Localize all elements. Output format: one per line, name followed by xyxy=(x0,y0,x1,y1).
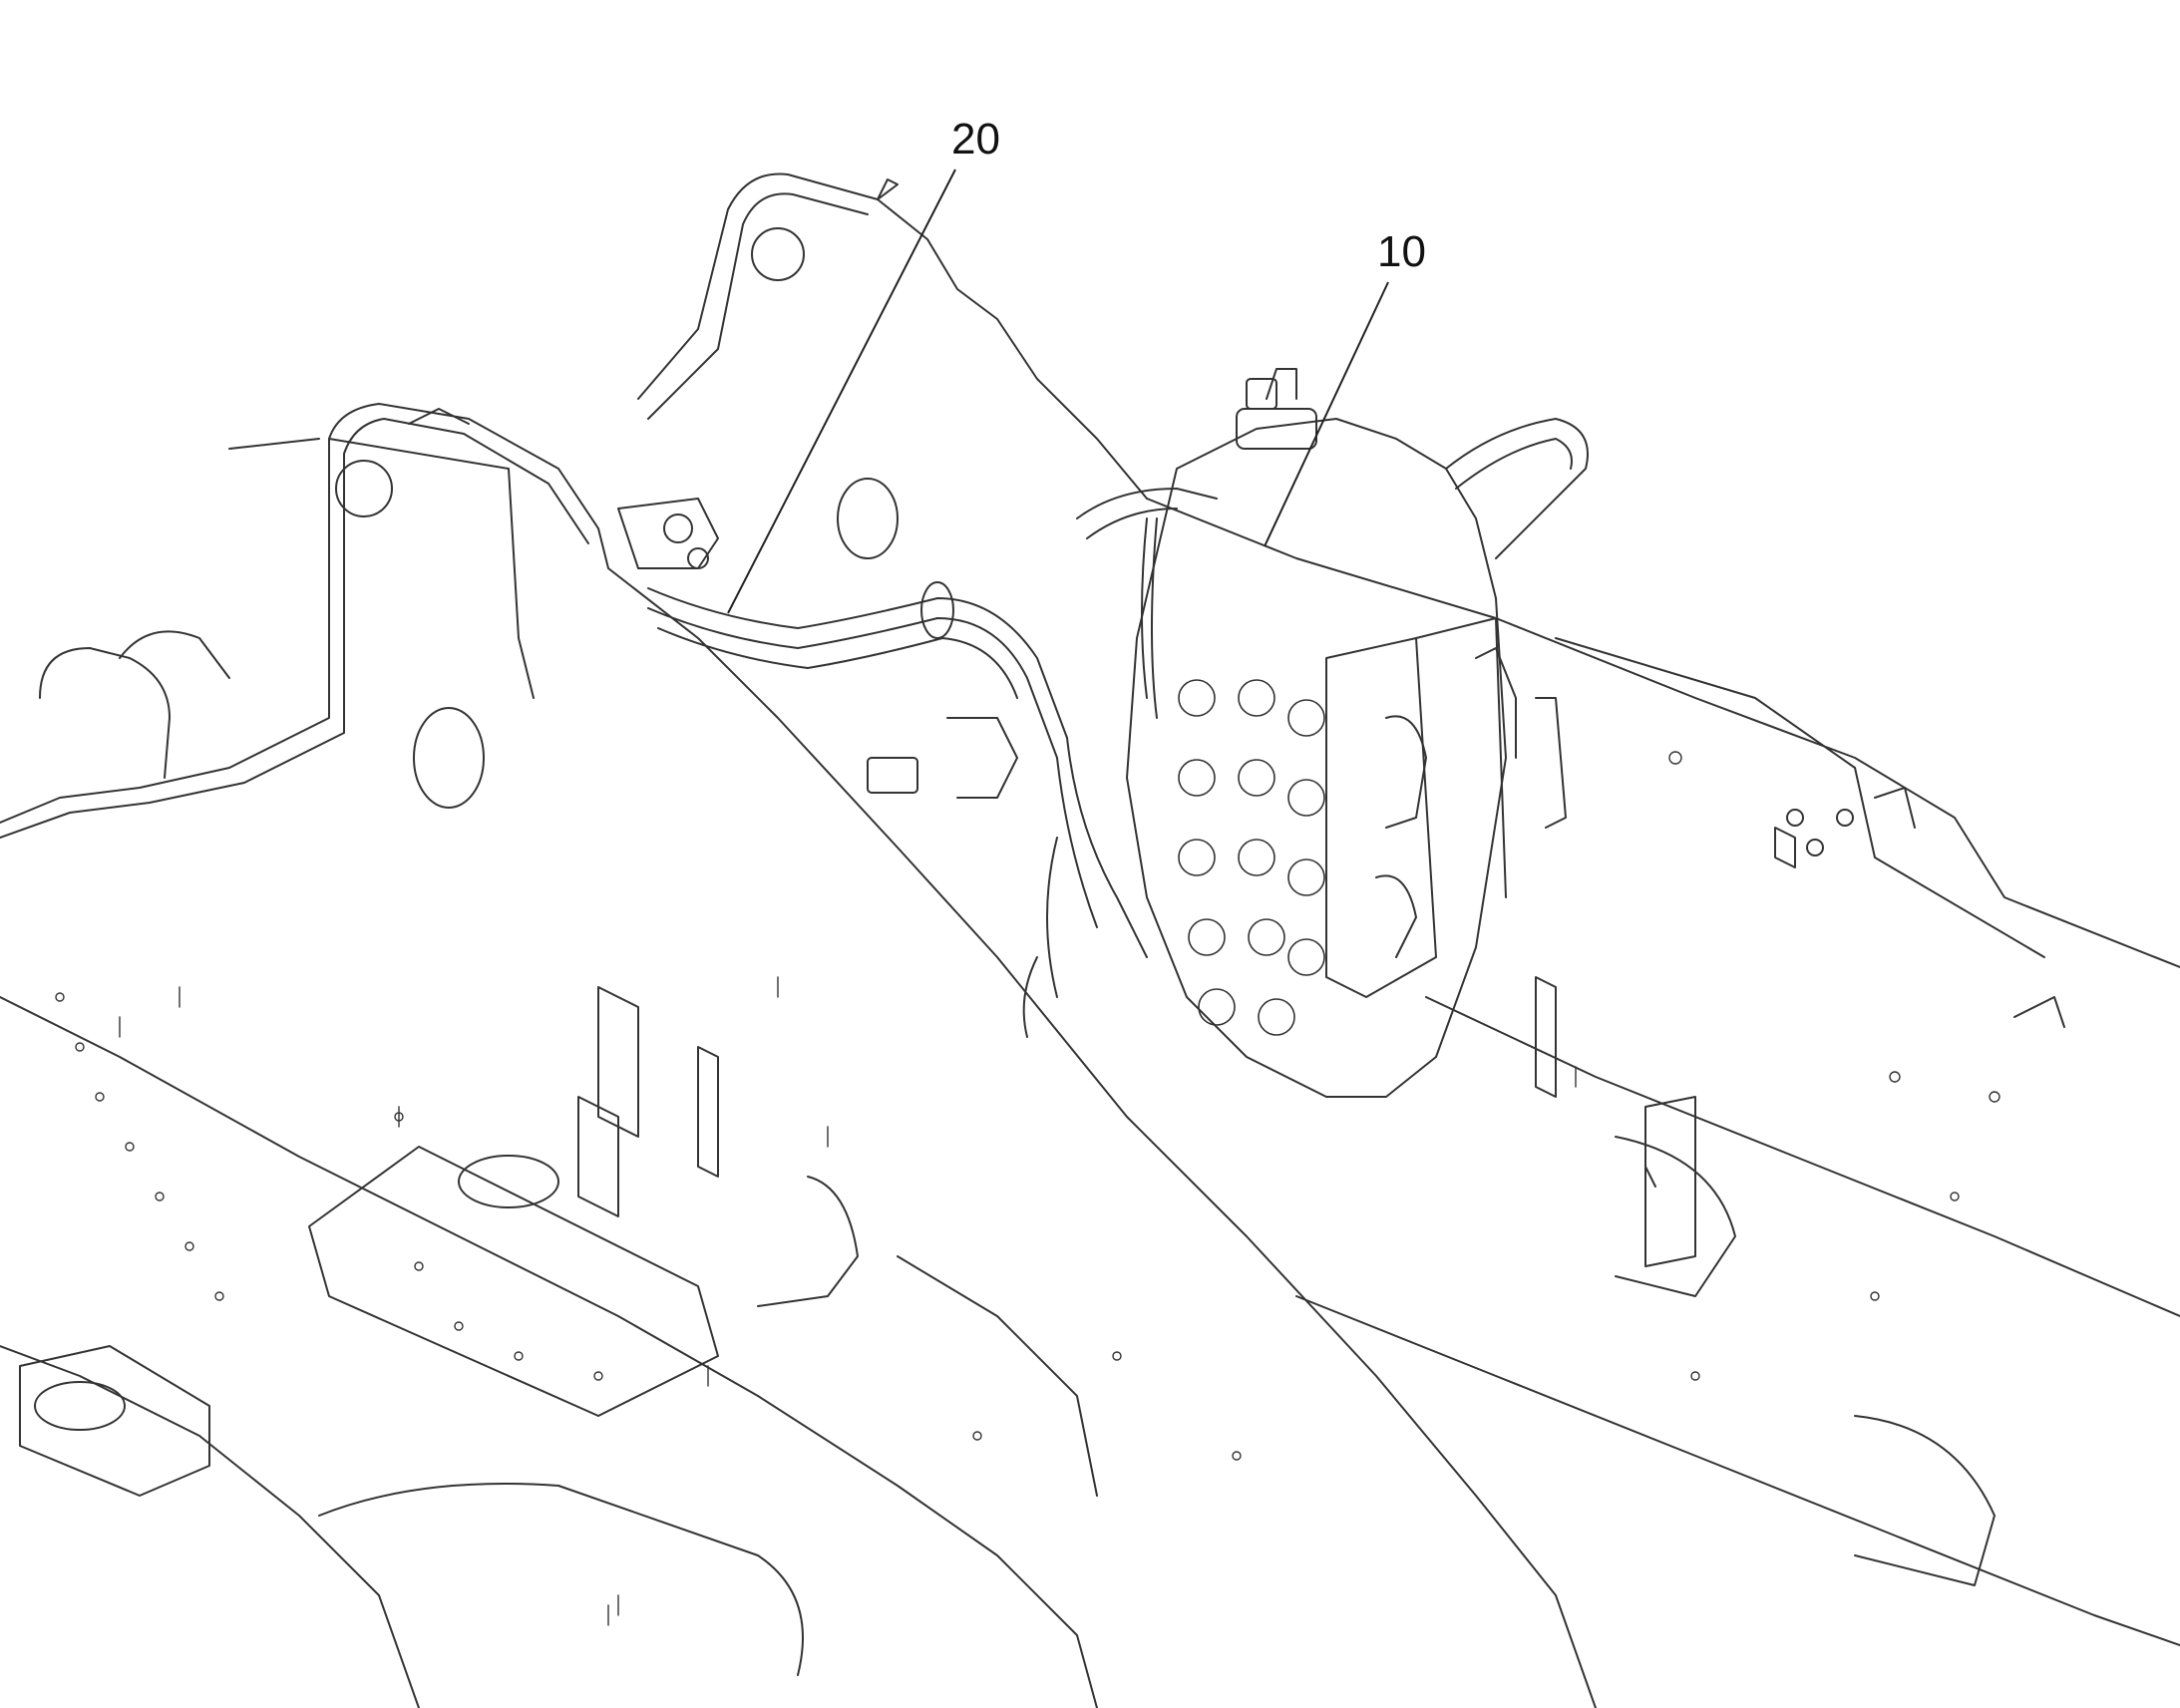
callout-10: 10 xyxy=(1377,227,1426,276)
fasteners xyxy=(55,751,2000,1626)
leader-line-20 xyxy=(727,169,956,614)
lower-base-plate xyxy=(0,986,1098,1708)
hose-assembly xyxy=(617,418,1589,1038)
control-valve-block xyxy=(1126,368,1567,1098)
right-side-frame xyxy=(1146,498,2180,1646)
left-frame-plate xyxy=(0,403,1597,1708)
leader-lines xyxy=(727,169,1389,614)
leader-line-10 xyxy=(1264,281,1389,547)
callout-20: 20 xyxy=(951,115,1000,164)
upper-rear-frame xyxy=(408,172,1148,559)
